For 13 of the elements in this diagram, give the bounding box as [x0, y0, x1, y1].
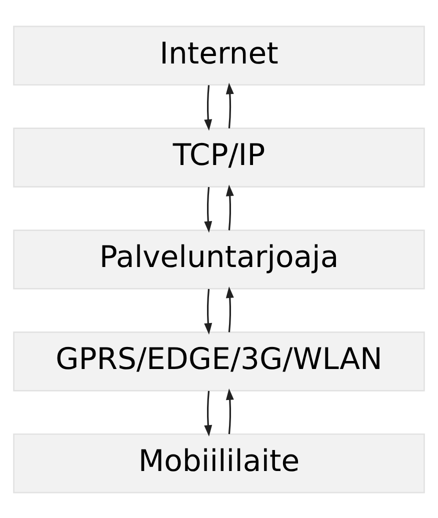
arrow: [204, 390, 212, 436]
node-box: TCP/IP: [13, 127, 425, 187]
node-box: Internet: [13, 25, 425, 86]
arrow: [226, 184, 234, 230]
arrow: [204, 84, 212, 130]
arrow: [226, 82, 234, 128]
node-box: Palveluntarjoaja: [13, 229, 425, 289]
arrow: [226, 388, 234, 434]
arrow: [226, 286, 234, 332]
arrow: [204, 186, 212, 232]
node-box: Mobiililaite: [13, 432, 425, 493]
node-box: GPRS/EDGE/3G/WLAN: [13, 331, 425, 391]
arrow: [204, 288, 212, 334]
